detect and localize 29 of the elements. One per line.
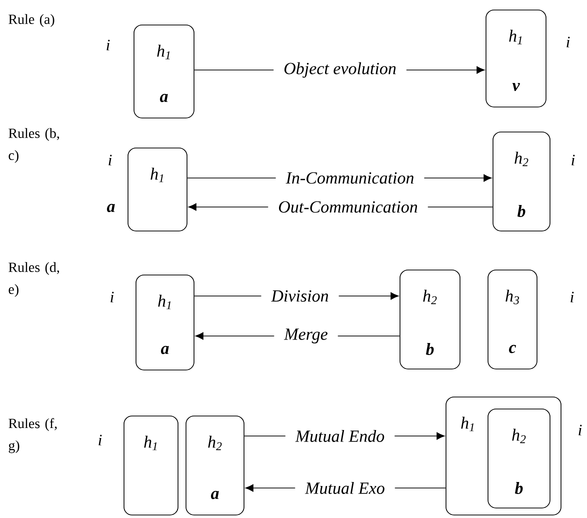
membrane-box: h$_{2}$ b	[488, 408, 550, 508]
rule-label: Rules (d, e)	[8, 262, 60, 297]
membrane-box: h$_{3}$ c	[488, 270, 538, 370]
region-label: i	[110, 292, 114, 302]
rule-label: Rules (b, c)	[8, 128, 60, 163]
rule-label: Rule (a)	[8, 14, 54, 27]
edge-label: Mutual Endo	[285, 428, 395, 444]
region-label: i	[572, 154, 575, 166]
edge-label: Division	[261, 288, 339, 304]
edge-label: Object evolution	[274, 60, 406, 80]
membrane-box: h$_{2}$ b	[400, 270, 460, 370]
node-label: a	[106, 204, 115, 212]
membrane-box: h$_{1}$	[124, 416, 178, 516]
edge-label: Mutual Exo	[295, 480, 395, 496]
region-label: i	[106, 40, 110, 50]
membrane-box: h$_{1}$ a	[136, 274, 194, 370]
region-label: i	[108, 154, 112, 166]
membrane-box: h$_{2}$ b	[492, 132, 550, 232]
edge-label: Out-Communication	[268, 199, 428, 215]
region-label: i	[578, 424, 582, 436]
membrane-box: h$_{1}$ v	[486, 10, 546, 108]
edge-label: Merge	[274, 326, 338, 346]
edge-label: In-Communication	[276, 170, 424, 186]
rule-label: Rules (f, g)	[8, 418, 57, 454]
region-label: i	[566, 36, 570, 48]
region-label: i	[570, 292, 574, 302]
membrane-box: h$_{2}$ a	[186, 416, 244, 516]
membrane-box: h$_{1}$ a	[134, 24, 194, 118]
region-label: i	[98, 434, 102, 446]
